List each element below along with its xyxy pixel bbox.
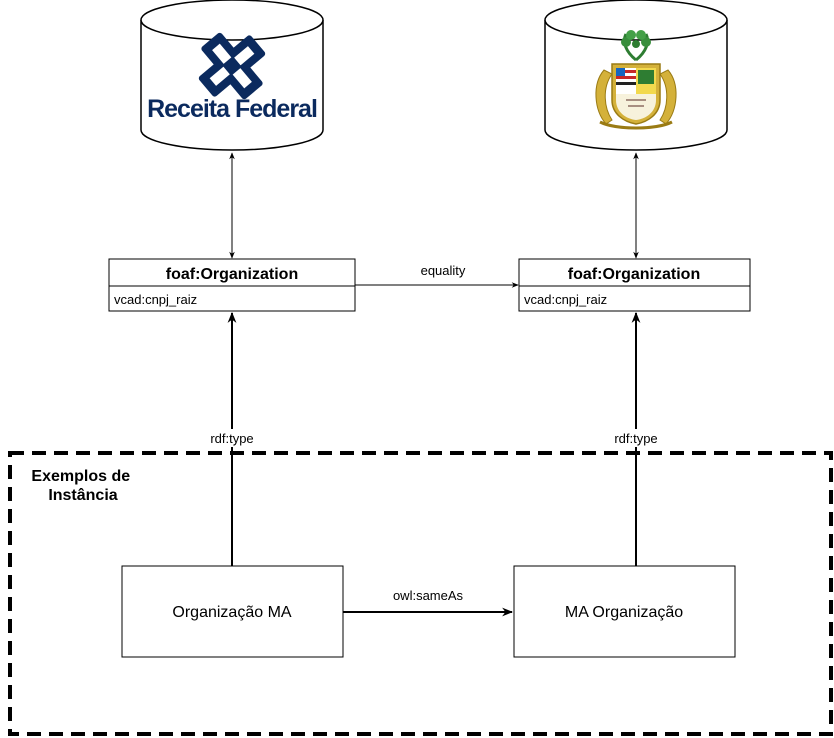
database-maranhao (544, 0, 728, 151)
class-left-title: foaf:Organization (166, 266, 298, 283)
class-left-property: vcad:cnpj_raiz (114, 292, 197, 307)
class-box-right[interactable]: foaf:Organization vcad:cnpj_raiz (518, 258, 751, 312)
database-receita-federal: Receita Federal (140, 0, 324, 151)
instance-group-title-line2: Instância (48, 487, 117, 504)
class-right-property: vcad:cnpj_raiz (524, 292, 607, 307)
rdf-type-left-label: rdf:type (210, 431, 253, 446)
instance-group-title-line1: Exemplos de (31, 468, 130, 485)
equality-label: equality (421, 263, 466, 278)
instance-right-label: MA Organização (565, 604, 683, 621)
instance-box-left[interactable]: Organização MA (121, 565, 344, 658)
receita-federal-logo-icon (198, 32, 266, 100)
instance-left-label: Organização MA (172, 604, 291, 621)
class-box-left[interactable]: foaf:Organization vcad:cnpj_raiz (108, 258, 356, 312)
class-right-title: foaf:Organization (568, 266, 700, 283)
maranhao-coat-of-arms-icon (595, 30, 677, 130)
instance-group-title: Exemplos de Instância (31, 468, 134, 504)
rdf-type-right-label: rdf:type (614, 431, 657, 446)
receita-federal-logo-text: Receita Federal (147, 95, 317, 123)
same-as-label: owl:sameAs (393, 588, 464, 603)
instance-box-right[interactable]: MA Organização (513, 565, 736, 658)
